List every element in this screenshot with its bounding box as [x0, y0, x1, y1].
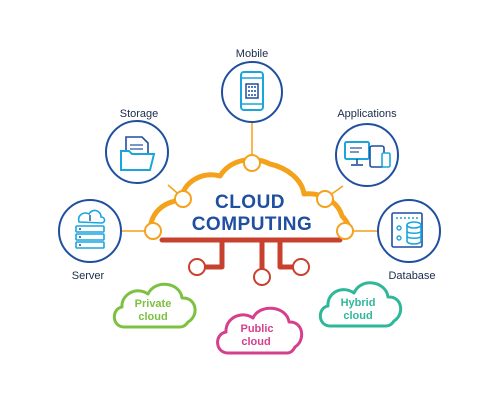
label-server: Server [72, 270, 105, 282]
node-storage: Storage [105, 108, 169, 184]
hybrid-cloud: Hybrid cloud [318, 281, 403, 328]
node-database: Database [377, 199, 441, 282]
title-line-1: CLOUD [215, 192, 285, 213]
public-cloud-line-1: Public [240, 323, 273, 335]
mobile-phone-icon [240, 71, 264, 111]
label-mobile: Mobile [236, 48, 268, 60]
hybrid-cloud-line-2: cloud [343, 310, 372, 322]
public-cloud-line-2: cloud [241, 336, 270, 348]
public-cloud: Public cloud [216, 306, 304, 355]
cloud-node-right [316, 190, 334, 208]
label-database: Database [388, 270, 435, 282]
cloud-base-branches [159, 237, 343, 277]
database-icon [391, 212, 423, 248]
node-applications: Applications [335, 108, 399, 187]
node-mobile: Mobile [221, 48, 283, 123]
cloud-node-far-right [336, 222, 354, 240]
private-cloud-line-2: cloud [138, 311, 167, 323]
private-cloud-line-1: Private [135, 298, 172, 310]
cloud-node-left [174, 190, 192, 208]
hybrid-cloud-line-1: Hybrid [341, 297, 376, 309]
cloud-server-icon [75, 209, 106, 249]
branch-node-public [253, 268, 271, 286]
cloud-node-far-left [144, 222, 162, 240]
branch-node-private [188, 258, 206, 276]
devices-icon [344, 141, 391, 168]
branch-node-hybrid [292, 258, 310, 276]
label-storage: Storage [120, 108, 159, 120]
cloud-node-top [243, 154, 261, 172]
label-applications: Applications [337, 108, 397, 120]
node-server: Server [58, 199, 122, 282]
folder-documents-icon [120, 136, 156, 171]
private-cloud: Private cloud [112, 282, 197, 329]
title-line-2: COMPUTING [192, 214, 313, 235]
